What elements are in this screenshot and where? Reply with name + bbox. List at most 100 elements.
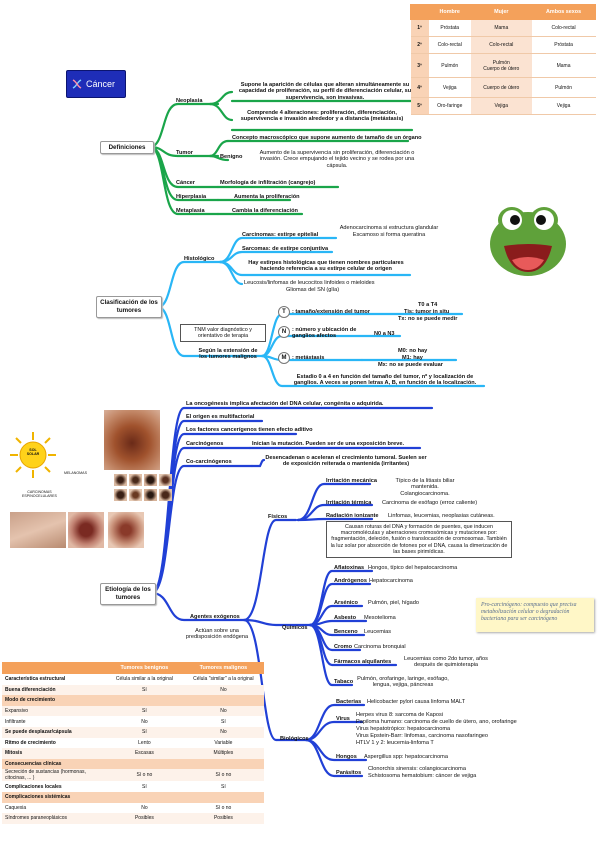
table-cell: Oro-faringe (428, 97, 471, 115)
agentes-exogenos-desc: Actúan sobre una predisposición endógena (185, 628, 249, 641)
table-header: Mujer (470, 4, 533, 20)
carcinogenos-desc: Inician la mutación. Pueden ser de una e… (252, 441, 405, 447)
rank-cell: 1º (410, 19, 429, 37)
aflatoxinas-desc: Hongos, típico del hepatocarcinoma (368, 565, 458, 571)
page-title: Cáncer (86, 79, 116, 89)
farmacos-desc: Leucemias como 2do tumor, años después d… (404, 656, 488, 669)
etiologia-item-1: La oncogénesis implica afectación del DN… (186, 401, 384, 407)
androgenos-desc: Hepatocarcinoma (369, 578, 413, 584)
malignant-cell (182, 791, 264, 803)
table-cell: Cuerpo de útero (470, 77, 532, 98)
benceno-label: Benceno (334, 629, 358, 635)
feature-cell: Secreción de sustancias (hormonas, citoc… (2, 769, 106, 782)
cromo-label: Cromo (334, 644, 353, 650)
cancer-desc: Morfología de infiltración (cangrejo) (220, 180, 316, 186)
benign-cell: Escasas (106, 748, 183, 759)
melanomas-label: MELANOMAS (64, 471, 87, 475)
etiologia-item-2: El origen es multifactorial (186, 414, 255, 420)
asbesto-desc: Mesotelioma (364, 615, 396, 621)
leucosis-label: Leucosis/linfomas de leucocitos linfoide… (244, 280, 375, 286)
table-cell: Próstata (531, 36, 596, 54)
rank-cell: 3º (410, 53, 429, 78)
irritacion-termica-label: Irritación térmica (326, 500, 372, 506)
table-cell: Colo-rectal (470, 36, 532, 54)
parasitos-label: Parásitos (336, 770, 362, 776)
benigno-label: Benigno (220, 154, 243, 160)
benign-cell: Sí (106, 705, 183, 717)
clasificacion-node: Clasificación de los tumores (96, 296, 162, 318)
table-header: Hombre (427, 4, 472, 20)
extension-label: Según la extensión de los tumores malign… (198, 348, 258, 361)
asbesto-label: Asbesto (334, 615, 357, 621)
table-row: Característica estructural Célula similar… (2, 674, 264, 685)
table-header (2, 662, 106, 674)
n-circle: N (278, 326, 290, 338)
rank-cell: 5º (410, 97, 429, 115)
metaplasia-desc: Cambia la diferenciación (232, 208, 298, 214)
virus-item-3: Virus hepatotrópico: hepatocarcinoma (356, 726, 451, 732)
table-cell: Próstata (428, 19, 471, 37)
sun-icon (10, 432, 56, 478)
table-row: Infiltrante No Sí (2, 716, 264, 727)
hongos-label: Hongos (336, 754, 357, 760)
m-vals-2: M1: hay (402, 355, 423, 361)
gliomas-label: Gliomas del SN (glía) (286, 287, 340, 293)
benign-cell: Sí (106, 684, 183, 696)
rank-cell: 4º (410, 77, 429, 98)
table-header (410, 4, 429, 20)
etiologia-node: Etiología de los tumores (100, 583, 156, 605)
benign-cell: Célula similar a la original (115, 676, 173, 683)
feature-cell: Complicaciones sistémicas (2, 791, 106, 803)
malignant-cell: Variable (214, 739, 233, 746)
benigno-desc: Aumento de la supervivencia sin prolifer… (259, 150, 415, 169)
lesion-photo (68, 512, 104, 548)
malignant-cell (182, 695, 264, 706)
tumor-label: Tumor (176, 150, 193, 156)
radiacion-label: Radiación ionizante (326, 513, 379, 519)
n-vals: N0 a N3 (374, 331, 395, 337)
table-cell: Colo-rectal (428, 36, 471, 54)
carcinomas-note-1: Adenocarcinoma si estructura glandular (339, 225, 439, 231)
benign-cell (106, 758, 183, 770)
title-box: Cáncer (66, 70, 126, 98)
malignant-cell: Múltiples (182, 748, 264, 759)
metaplasia-label: Metaplasia (176, 208, 205, 214)
m-circle: M (278, 352, 290, 364)
cromo-desc: Carcinoma bronquial (354, 644, 406, 650)
farmacos-label: Fármacos alquilantes (334, 659, 392, 665)
feature-cell: Buena diferenciación (2, 684, 106, 696)
virus-item-2: Papiloma humano: carcinoma de cuello de … (356, 719, 517, 725)
irritacion-mecanica-label: Irritación mecánica (326, 478, 377, 484)
sun-label: SOL SOLAR (26, 448, 40, 456)
virus-item-1: Herpes virus 8: sarcoma de Kaposi (356, 712, 444, 718)
table-row: Secreción de sustancias (hormonas, citoc… (2, 769, 264, 782)
feature-cell: Ritmo de crecimiento (5, 739, 56, 746)
tabaco-label: Tabaco (334, 679, 354, 685)
malignant-cell: No (182, 726, 264, 738)
table-cell: Vejiga (428, 77, 471, 98)
biologicos-label: Biológicos (280, 736, 309, 742)
malignant-cell: Posibles (182, 813, 264, 824)
neoplasia-desc-2: Comprende 4 alteraciones: proliferación,… (240, 110, 404, 123)
malignant-cell: Célula "similar" a la original (193, 676, 254, 683)
table-header: Tumores malignos (182, 662, 264, 674)
table-row: Modo de crecimiento (2, 695, 264, 706)
benign-cell: No (141, 718, 148, 725)
feature-cell: Expansivo (2, 705, 106, 717)
histologico-label: Histológico (184, 256, 215, 262)
m-vals-1: M0: no hay (398, 348, 428, 354)
estirpes-note: Hay estirpes histológicas que tienen nom… (248, 260, 404, 273)
benign-cell: Lento (138, 739, 151, 746)
m-vals-3: Mx: no se puede evaluar (378, 362, 443, 368)
malignant-cell: No (182, 684, 264, 696)
neoplasia-label: Neoplasia (176, 98, 203, 104)
feature-cell: Infiltrante (5, 718, 26, 725)
aflatoxinas-label: Aflatoxinas (334, 565, 365, 571)
malignant-cell: Sí (221, 718, 226, 725)
feature-cell: Consecuencias clínicas (2, 758, 106, 770)
feature-cell: Característica estructural (5, 676, 66, 683)
table-row: 1º Próstata Mama Colo-rectal (410, 19, 596, 37)
